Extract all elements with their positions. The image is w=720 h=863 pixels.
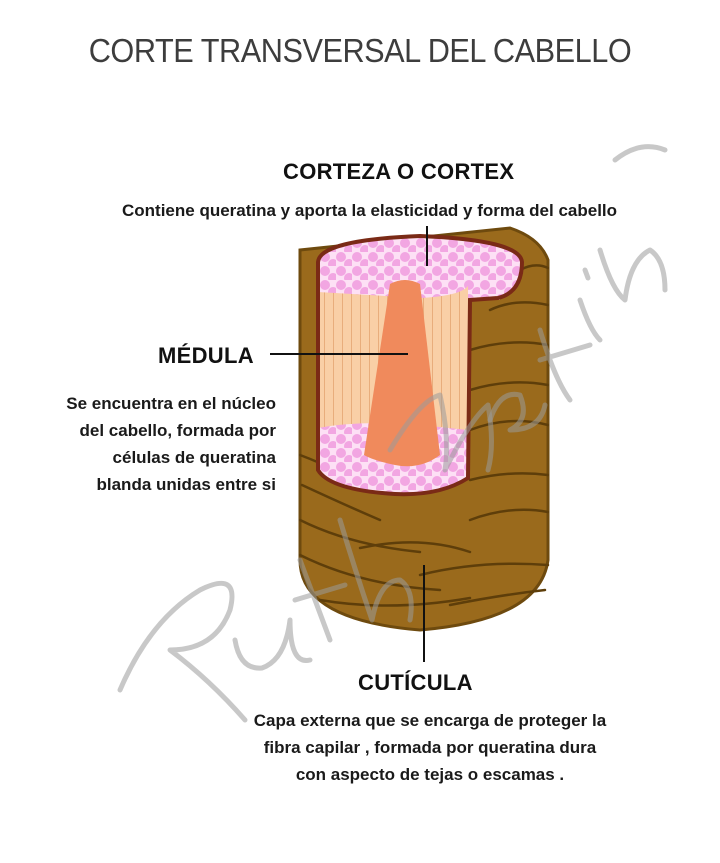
corteza-heading: CORTEZA O CORTEX	[283, 159, 515, 184]
medula-description: Se encuentra en el núcleo del cabello, f…	[20, 390, 276, 498]
cuticula-description: Capa externa que se encarga de proteger …	[180, 707, 680, 788]
corteza-description-line: Contiene queratina y aporta la elasticid…	[122, 201, 618, 220]
medula-description-line: blanda unidas entre si	[96, 475, 277, 494]
medula-description-line: del cabello, formada por	[79, 421, 277, 440]
medula-heading: MÉDULA	[158, 343, 254, 368]
cuticula-description-line: fibra capilar , formada por queratina du…	[263, 738, 597, 757]
corteza-description: Contiene queratina y aporta la elasticid…	[122, 197, 617, 224]
cuticula-description-line: con aspecto de tejas o escamas .	[295, 765, 565, 784]
medula-description-line: Se encuentra en el núcleo	[66, 394, 276, 413]
cuticula-heading: CUTÍCULA	[358, 670, 473, 695]
cuticula-description-line: Capa externa que se encarga de proteger …	[253, 711, 607, 730]
medula-description-line: células de queratina	[112, 448, 276, 467]
diagram-title: CORTE TRANSVERSAL DEL CABELLO	[88, 32, 632, 69]
